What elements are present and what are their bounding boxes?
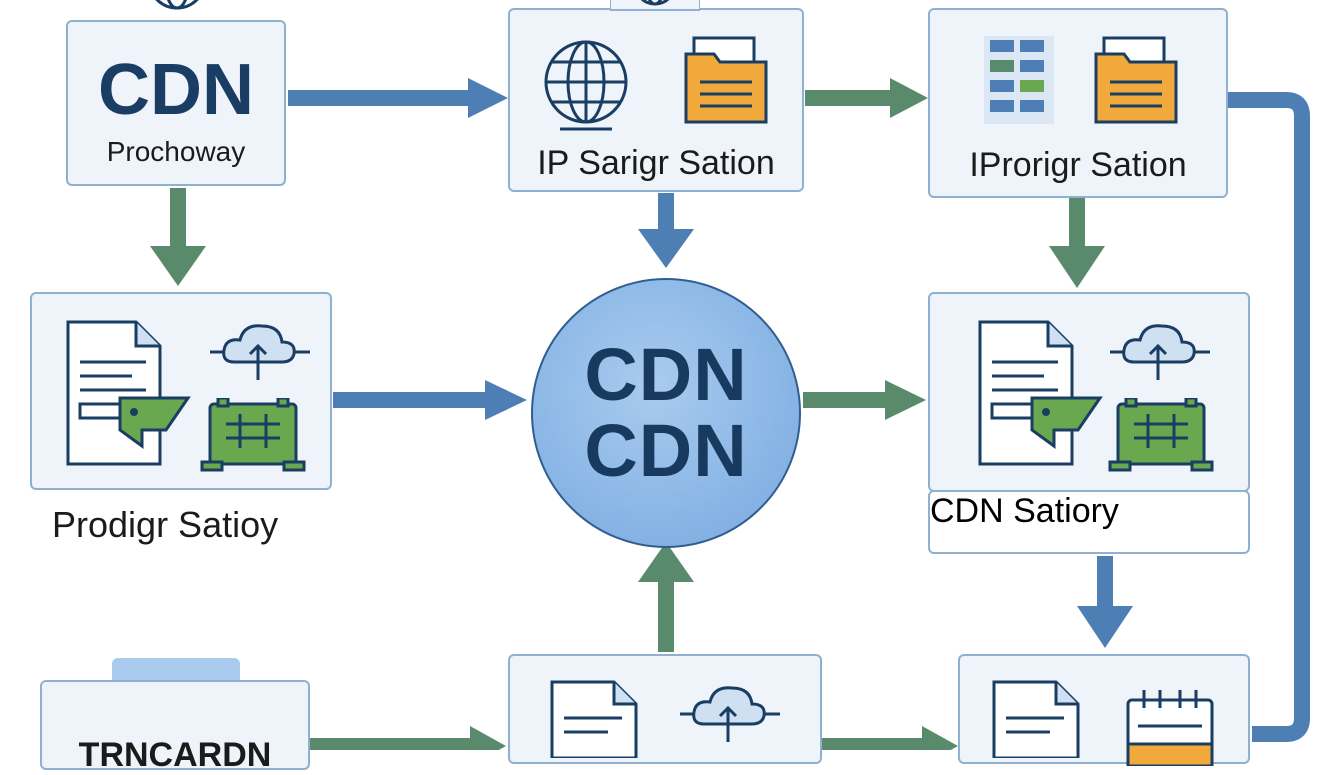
iprorigr-station-label: IProrigr Sation xyxy=(969,146,1187,184)
document-icon xyxy=(550,680,638,758)
arrow-bottom-middle-to-bottom-right xyxy=(822,726,958,750)
globe-icon xyxy=(610,0,700,11)
iprorigr-station-node[interactable]: IProrigr Sation xyxy=(928,8,1228,198)
globe-icon xyxy=(544,40,628,131)
arrow-iprorigr-to-cdn-station xyxy=(1049,198,1105,288)
bottom-right-node[interactable] xyxy=(958,654,1250,766)
arrow-gateway-to-prodigr xyxy=(150,188,206,286)
cdn-hub[interactable]: CDN CDN xyxy=(531,278,801,548)
cdn-gateway-node[interactable]: CDN Prochoway xyxy=(66,20,286,186)
bottom-middle-node[interactable] xyxy=(508,654,822,764)
arrow-right-loop xyxy=(1228,92,1310,742)
cdn-gateway-subtitle: Prochoway xyxy=(106,136,246,167)
hub-line-1: CDN xyxy=(584,333,748,416)
cloud-upload-icon xyxy=(1110,324,1210,380)
cdn-station-label-panel: CDN Satiory xyxy=(928,490,1250,554)
connector-layer xyxy=(150,78,1310,750)
cdn-station-label: CDN Satiory xyxy=(930,492,1119,530)
folder-icon xyxy=(1094,36,1178,124)
document-icon xyxy=(66,320,191,466)
arrow-ip-station-to-iprorigr xyxy=(805,78,928,118)
server-rack-icon xyxy=(984,36,1054,124)
arrow-hub-to-cdn-station xyxy=(803,380,926,420)
server-icon xyxy=(1108,398,1214,472)
bottom-left-node[interactable]: TRNCARDN xyxy=(40,680,310,774)
arrow-prodigr-to-hub xyxy=(333,380,527,420)
folder-icon xyxy=(684,36,768,124)
arrow-gateway-to-ip-station xyxy=(288,78,508,118)
arrow-ip-station-to-hub xyxy=(638,193,694,268)
server-icon xyxy=(200,398,306,472)
cdn-gateway-title: CDN xyxy=(98,50,254,130)
arrow-bottom-left-to-bottom-middle xyxy=(310,726,506,750)
ip-station-node[interactable]: IP Sarigr Sation xyxy=(508,8,804,192)
ip-station-label: IP Sarigr Sation xyxy=(537,144,775,182)
cloud-upload-icon xyxy=(680,686,780,742)
bottom-left-label: TRNCARDN xyxy=(78,736,272,774)
document-icon xyxy=(992,680,1080,758)
prodigr-station-label: Prodigr Satioy xyxy=(52,504,279,545)
globe-icon xyxy=(155,0,199,10)
bottom-left-tab xyxy=(112,658,240,684)
cdn-station-node[interactable] xyxy=(928,292,1250,492)
prodigr-station-node[interactable] xyxy=(30,292,332,490)
arrow-bottom-middle-to-hub xyxy=(638,542,694,652)
hub-line-2: CDN xyxy=(584,409,748,492)
arrow-cdn-station-to-bottom-right xyxy=(1077,556,1133,648)
cloud-upload-icon xyxy=(210,324,310,380)
calendar-icon xyxy=(1126,690,1214,766)
document-icon xyxy=(978,320,1103,466)
